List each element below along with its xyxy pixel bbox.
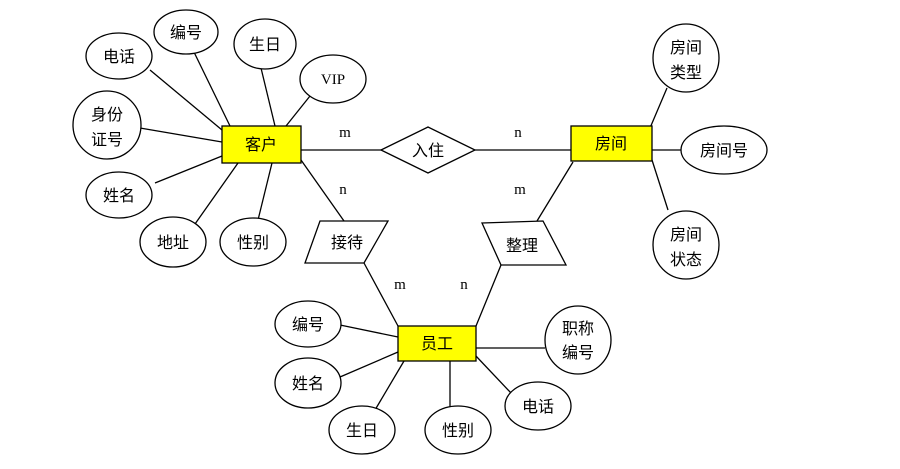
attribute-customer-name: 姓名 [85, 171, 153, 219]
relationship-label: 整理 [506, 236, 538, 255]
relationship-reception: 接待 [304, 220, 390, 264]
cardinality-reception-customer: n [339, 182, 347, 198]
line-room-tidy [536, 161, 574, 222]
relationship-tidy: 整理 [481, 220, 568, 266]
entity-label: 员工 [421, 334, 453, 353]
entity-customer: 客户 [221, 125, 302, 164]
attribute-label-line1: 职称 [562, 319, 594, 338]
attribute-label-line2: 证号 [91, 130, 123, 149]
line-reception-employee [363, 262, 399, 327]
attribute-label: 性别 [442, 421, 474, 440]
attribute-employee-id: 编号 [274, 300, 342, 348]
attribute-label-line2: 类型 [670, 63, 702, 82]
line-customer-id [191, 47, 231, 127]
line-employee-name [339, 351, 399, 378]
attribute-label: 姓名 [103, 186, 135, 205]
attribute-label: 姓名 [292, 374, 324, 393]
line-customer-vip [285, 95, 311, 127]
attribute-room-status: 房间 状态 [652, 210, 720, 280]
attribute-label-line2: 状态 [670, 250, 702, 269]
attribute-employee-birthday: 生日 [328, 405, 396, 455]
cardinality-checkin-room: n [514, 125, 522, 141]
attribute-label: 电话 [103, 47, 135, 66]
attribute-label-line2: 编号 [562, 343, 594, 362]
cardinality-tidy-employee: n [460, 277, 468, 293]
attribute-employee-gender: 性别 [424, 405, 492, 455]
line-employee-phone [474, 354, 512, 394]
line-room-type [649, 87, 668, 129]
line-tidy-employee [475, 264, 502, 327]
cardinality-checkin-customer: m [339, 125, 351, 141]
attribute-customer-phone: 电话 [85, 32, 153, 80]
entity-label: 房间 [595, 134, 627, 153]
attribute-employee-title: 职称 编号 [544, 305, 612, 375]
attribute-label: 生日 [346, 421, 378, 440]
attribute-customer-id: 编号 [153, 9, 219, 55]
line-employee-birthday [374, 360, 405, 411]
line-customer-name [154, 155, 223, 184]
attribute-label: 编号 [292, 315, 324, 334]
attribute-label-line1: 房间 [670, 225, 702, 244]
attribute-label: 房间号 [700, 141, 748, 160]
attribute-label-line1: 身份 [91, 105, 123, 124]
cardinality-tidy-room: m [514, 182, 526, 198]
attribute-employee-phone: 电话 [504, 381, 572, 431]
attribute-customer-birthday: 生日 [233, 18, 297, 70]
attribute-label: VIP [321, 72, 345, 88]
attribute-label: 性别 [237, 233, 269, 252]
attribute-label: 编号 [170, 23, 202, 42]
line-customer-address [194, 162, 239, 225]
entity-room: 房间 [570, 125, 653, 162]
entity-employee: 员工 [397, 325, 477, 362]
attribute-customer-address: 地址 [139, 216, 207, 268]
entity-label: 客户 [245, 135, 277, 154]
attribute-customer-vip: VIP [299, 54, 367, 104]
relationship-checkin: 入住 [379, 126, 477, 174]
attribute-room-number: 房间号 [680, 125, 768, 175]
attribute-customer-gender: 性别 [219, 217, 287, 267]
attribute-label: 生日 [249, 35, 281, 54]
attribute-room-type: 房间 类型 [652, 23, 720, 93]
line-employee-id [339, 324, 399, 338]
line-customer-phone [149, 69, 223, 131]
relationship-label: 入住 [412, 141, 444, 160]
attribute-employee-name: 姓名 [274, 357, 342, 409]
line-customer-reception [300, 159, 345, 222]
line-customer-gender [257, 162, 273, 221]
relationship-label: 接待 [331, 233, 363, 252]
attribute-label-line1: 房间 [670, 38, 702, 57]
connectors [139, 47, 682, 411]
line-customer-birthday [260, 67, 276, 127]
line-room-status [651, 159, 669, 211]
attribute-customer-idcard: 身份 证号 [72, 90, 142, 160]
cardinality-reception-employee: m [394, 277, 406, 293]
attribute-label: 地址 [157, 233, 189, 252]
attribute-label: 电话 [522, 397, 554, 416]
line-customer-idcard [139, 127, 223, 143]
